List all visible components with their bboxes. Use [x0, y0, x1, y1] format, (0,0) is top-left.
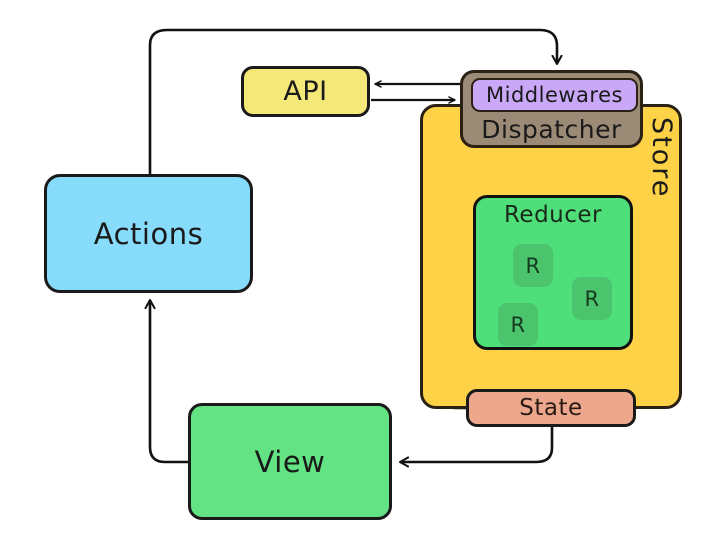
middlewares-label: Middlewares: [486, 83, 623, 107]
state-label: State: [519, 395, 583, 421]
edge-state-to-view: [400, 427, 554, 462]
actions-label: Actions: [93, 216, 204, 251]
reducer-unit-label: R: [510, 312, 526, 337]
dispatcher-container[interactable]: Middlewares Dispatcher: [460, 70, 643, 148]
dispatcher-label: Dispatcher: [481, 114, 622, 144]
reducer-unit-2[interactable]: R: [572, 277, 612, 320]
state-box[interactable]: State: [466, 389, 636, 427]
store-label: Store: [646, 117, 677, 199]
reducer-container[interactable]: Reducer R R R: [473, 195, 633, 350]
reducer-label: Reducer: [503, 202, 603, 228]
edge-view-to-actions: [150, 300, 188, 464]
view-label: View: [254, 444, 326, 479]
reducer-unit-label: R: [525, 253, 541, 278]
actions-box[interactable]: Actions: [44, 174, 253, 293]
reducer-unit-label: R: [584, 286, 600, 311]
api-label: API: [283, 76, 328, 107]
api-box[interactable]: API: [241, 66, 370, 117]
reducer-unit-3[interactable]: R: [498, 303, 538, 346]
edge-actions-to-middlewares: [148, 28, 557, 174]
reducer-unit-1[interactable]: R: [513, 244, 553, 287]
middlewares-box[interactable]: Middlewares: [471, 78, 638, 112]
view-box[interactable]: View: [188, 403, 392, 520]
